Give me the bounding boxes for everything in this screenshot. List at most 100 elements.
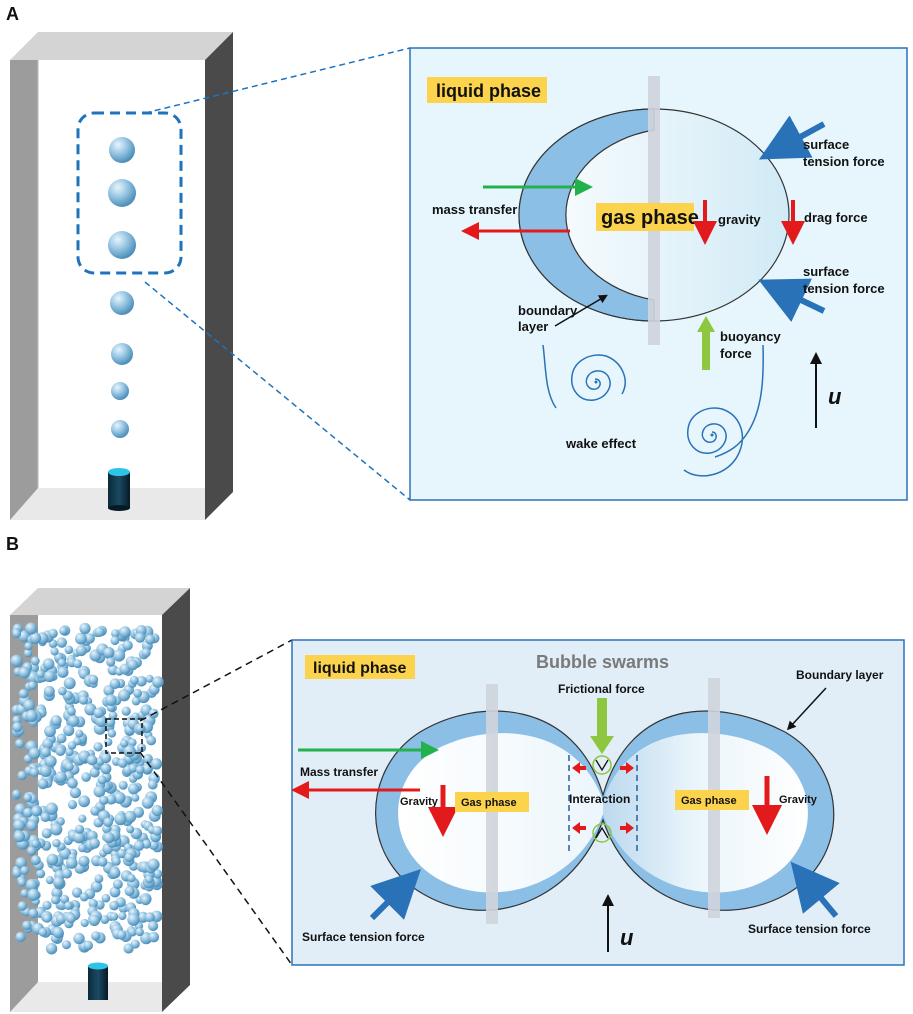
drag-force-label: drag force bbox=[804, 210, 868, 225]
swarm-bubble bbox=[79, 622, 91, 635]
swarm-bubble bbox=[146, 735, 157, 746]
boundary-layer-pointer-b bbox=[786, 687, 827, 731]
swarm-bubble bbox=[78, 814, 87, 823]
swarm-bubble bbox=[94, 627, 105, 637]
swarm-bubble bbox=[140, 895, 151, 906]
swarm-bubble bbox=[28, 747, 41, 760]
swarm-bubble bbox=[65, 857, 78, 869]
swarm-bubble bbox=[93, 785, 106, 798]
zoom-line bbox=[144, 47, 411, 114]
swarm-bubble bbox=[29, 767, 39, 778]
zoom-line bbox=[144, 281, 411, 501]
swarm-bubble bbox=[112, 857, 121, 866]
gas-phase-label: gas phase bbox=[601, 207, 699, 229]
swarm-bubble bbox=[23, 699, 35, 712]
swarm-bubble bbox=[148, 931, 160, 943]
swarm-bubble bbox=[18, 666, 31, 679]
swarm-bubble bbox=[153, 869, 163, 879]
swarm-bubble bbox=[148, 920, 159, 932]
swarm-bubble bbox=[23, 793, 32, 803]
swarm-bubble bbox=[40, 812, 51, 822]
twin-bubbles bbox=[375, 678, 835, 924]
swarm-bubble bbox=[103, 647, 115, 659]
bubble bbox=[110, 291, 134, 315]
swarm-bubble bbox=[18, 630, 30, 643]
swarm-bubble bbox=[93, 742, 103, 752]
swarm-bubble bbox=[71, 887, 83, 898]
swarm-bubble bbox=[113, 791, 126, 804]
swarm-bubble bbox=[111, 629, 120, 638]
swarm-bubble bbox=[66, 706, 76, 716]
swarm-bubble bbox=[103, 832, 115, 844]
bubble bbox=[111, 382, 129, 400]
swarm-bubble bbox=[61, 868, 72, 879]
swarm-bubble bbox=[123, 744, 136, 758]
swarm-bubble bbox=[106, 657, 116, 667]
swarm-bubble bbox=[67, 741, 77, 750]
gas-phase-label-bg-left bbox=[455, 792, 529, 812]
swarm-bubble bbox=[12, 868, 22, 878]
frictional-force-label: Frictional force bbox=[558, 682, 645, 696]
selection-box-a bbox=[76, 111, 183, 275]
boundary-layer-pointer bbox=[554, 294, 608, 327]
gravity-label-left: Gravity bbox=[400, 796, 439, 808]
swarm-bubble bbox=[133, 688, 143, 698]
swarm-bubble bbox=[124, 810, 137, 823]
interaction-arrow bbox=[620, 822, 634, 834]
swarm-bubble bbox=[75, 632, 87, 645]
swarm-bubble bbox=[141, 796, 154, 809]
swarm-bubble bbox=[136, 676, 147, 687]
swarm-bubble bbox=[27, 888, 40, 901]
swarm-bubble bbox=[79, 892, 89, 902]
swarm-bubble bbox=[59, 626, 68, 636]
swarm-bubble bbox=[123, 943, 134, 954]
swarm-bubble bbox=[90, 880, 103, 893]
swarm-bubble bbox=[128, 783, 140, 795]
surface-tension-label-top-1: surface bbox=[803, 137, 849, 152]
swarm-bubble bbox=[38, 927, 48, 937]
swarm-bubble bbox=[88, 914, 101, 926]
swarm-bubble bbox=[52, 839, 61, 848]
swarm-bubble bbox=[127, 927, 137, 937]
swarm-bubble bbox=[57, 658, 66, 667]
swarm-bubble bbox=[13, 830, 26, 843]
velocity-label-b: u bbox=[620, 925, 634, 950]
swarm-bubble bbox=[67, 800, 78, 810]
swarm-bubble bbox=[119, 626, 131, 638]
swarm-bubble bbox=[72, 831, 86, 844]
swarm-bubble bbox=[127, 874, 136, 883]
swarm-bubble bbox=[17, 770, 27, 781]
swarm-bubble bbox=[116, 930, 127, 940]
wake-effect-label: wake effect bbox=[565, 436, 637, 451]
swarm-bubble bbox=[25, 709, 38, 723]
buoyancy-label-1: buoyancy bbox=[720, 329, 781, 344]
swarm-bubble bbox=[127, 913, 140, 926]
swarm-bubble bbox=[64, 645, 74, 655]
swarm-bubble bbox=[145, 674, 154, 683]
swarm-bubble bbox=[152, 676, 164, 688]
swarm-bubble bbox=[26, 846, 37, 856]
swarm-bubble bbox=[127, 659, 139, 671]
swarm-bubble bbox=[113, 879, 123, 890]
swarm-bubble bbox=[51, 887, 63, 899]
liquid-phase-label-bg-b bbox=[305, 655, 415, 679]
swarm-bubble bbox=[107, 729, 117, 738]
swarm-bubble bbox=[97, 775, 107, 785]
contact-point-bottom bbox=[592, 823, 612, 843]
swarm-bubble bbox=[67, 715, 80, 727]
bubble bbox=[109, 137, 135, 163]
swarm-bubble bbox=[25, 622, 37, 635]
frictional-force-arrow bbox=[597, 698, 607, 738]
swarm-bubble bbox=[109, 886, 121, 898]
surface-tension-label-bottom-2: tension force bbox=[803, 281, 885, 296]
swarm-bubble bbox=[134, 632, 146, 643]
swarm-bubble bbox=[51, 895, 60, 905]
contact-notch-top bbox=[595, 759, 609, 772]
vortex-core bbox=[594, 380, 598, 384]
boundary-layer-label-b: Boundary layer bbox=[796, 668, 884, 682]
swarm-bubble bbox=[124, 886, 135, 897]
swarm-bubble bbox=[152, 825, 163, 836]
swarm-bubble bbox=[73, 932, 85, 945]
contact-point-top bbox=[592, 755, 612, 775]
swarm-bubble bbox=[58, 686, 67, 696]
